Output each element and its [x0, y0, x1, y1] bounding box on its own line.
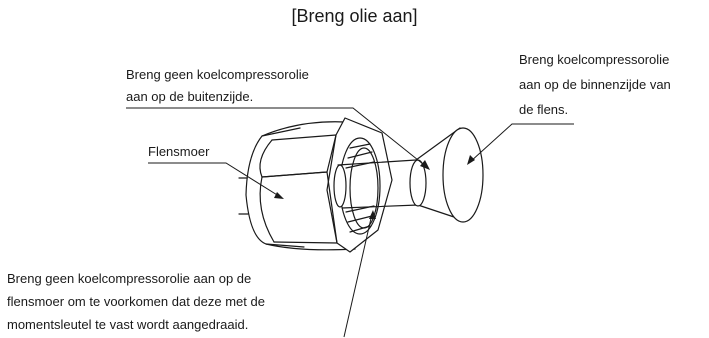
leader-nut-warning — [343, 213, 373, 338]
leader-outer-side — [126, 107, 429, 169]
nut-left-curve — [259, 139, 275, 243]
pipe — [337, 159, 419, 209]
flare-cone-top — [415, 127, 461, 161]
label-inner-side-line3: de flens. — [519, 102, 569, 117]
nut-back-outline — [245, 127, 305, 248]
thread-hatching — [345, 143, 375, 233]
label-nut-warning-line3: momentsleutel te vast wordt aangedraaid. — [7, 317, 249, 332]
label-nut-warning-line1: Breng geen koelcompressorolie aan op de — [7, 271, 252, 286]
nut-flat-upper — [261, 134, 337, 178]
arrow-flare-nut — [274, 192, 284, 199]
pipe-end-left — [333, 164, 347, 208]
nut-chamfer-top — [261, 121, 346, 137]
leader-inner-side — [469, 123, 574, 163]
label-nut-warning-line2: flensmoer om te voorkomen dat deze met d… — [7, 294, 265, 309]
label-outer-side-line2: aan op de buitenzijde. — [126, 89, 254, 104]
flare-mouth — [442, 127, 484, 223]
label-inner-side-line2: aan op de binnenzijde van — [519, 77, 671, 92]
label-flare-nut: Flensmoer — [148, 144, 210, 159]
label-inner-side-line1: Breng koelcompressorolie — [519, 52, 670, 67]
arrow-inner-side — [467, 155, 475, 165]
label-outer-side-line1: Breng geen koelcompressorolie — [126, 67, 309, 82]
arrow-outer-side — [420, 160, 430, 170]
arrow-nut-warning — [369, 210, 376, 219]
page-title: [Breng olie aan] — [291, 6, 418, 26]
nut-flat-lower — [261, 171, 338, 244]
nut-chamfer-bottom — [265, 243, 356, 251]
leader-flare-nut — [148, 162, 283, 199]
